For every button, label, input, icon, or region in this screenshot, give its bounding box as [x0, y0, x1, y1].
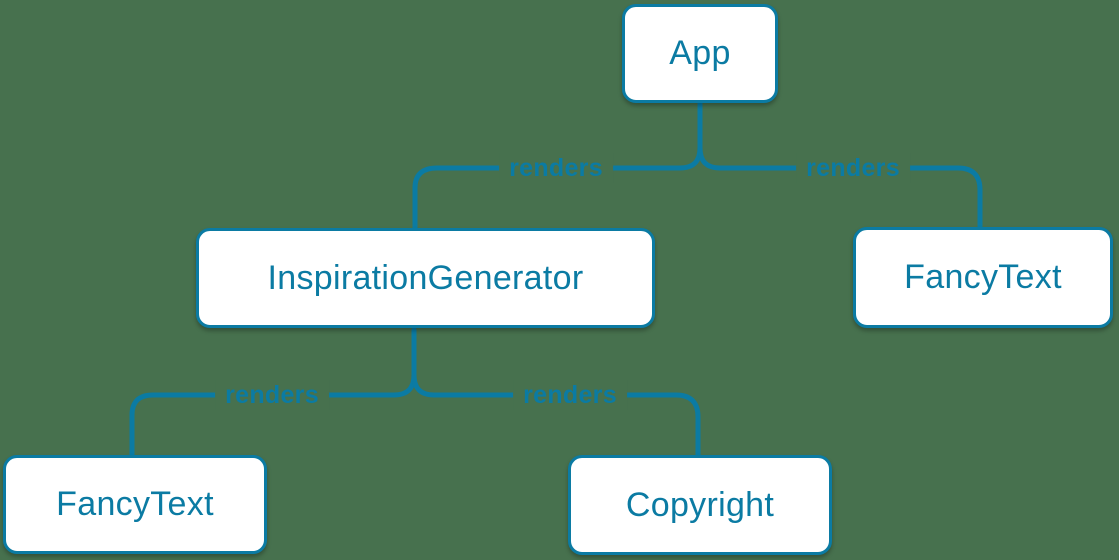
edge-label-renders-app-fancytext: renders: [796, 153, 910, 183]
node-copyright-label: Copyright: [625, 485, 775, 524]
node-fancytext-top-label: FancyText: [904, 258, 1062, 296]
node-copyright: Copyright: [568, 455, 832, 555]
node-fancytext-bottom-label: FancyText: [56, 485, 214, 523]
node-fancytext-bottom: FancyText: [3, 455, 267, 554]
node-fancytext-top: FancyText: [853, 227, 1113, 328]
node-inspiration-generator: InspirationGenerator: [196, 228, 655, 328]
node-app: App: [622, 4, 778, 103]
edge-label-renders-inspirationgenerator-copyright: renders: [513, 380, 627, 410]
edge-label-renders-app-inspirationgenerator: renders: [499, 153, 613, 183]
node-app-label: App: [669, 34, 731, 72]
edge-label-renders-inspirationgenerator-fancytext: renders: [215, 380, 329, 410]
node-inspiration-generator-label: InspirationGenerator: [267, 258, 584, 297]
